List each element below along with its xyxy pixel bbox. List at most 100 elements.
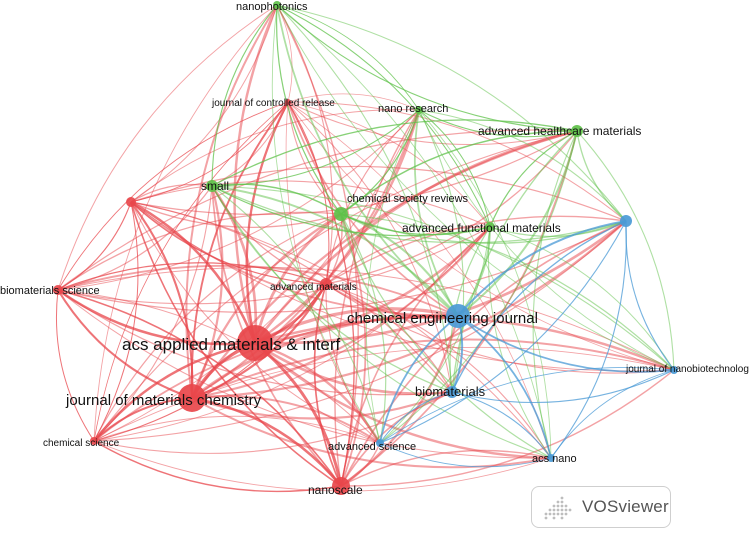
network-link	[130, 200, 257, 344]
network-link	[211, 119, 578, 187]
node-chemsci[interactable]	[90, 437, 98, 445]
node-jmc[interactable]	[178, 384, 206, 412]
node-csr[interactable]	[334, 207, 348, 221]
network-link	[285, 101, 381, 444]
node-afm[interactable]	[485, 222, 495, 232]
label-jnb[interactable]: journal of nanobiotechnology	[625, 364, 749, 375]
network-link	[185, 4, 278, 399]
vosviewer-badge[interactable]: VOSviewer	[531, 486, 671, 528]
network-link	[340, 226, 491, 487]
network-link	[340, 213, 387, 444]
network-link	[211, 185, 459, 317]
network-link	[418, 109, 675, 371]
node-nanores[interactable]	[415, 106, 423, 114]
network-link	[418, 109, 627, 222]
network-link	[57, 4, 278, 291]
network-link	[457, 315, 552, 459]
node-blue_unl[interactable]	[620, 215, 632, 227]
network-link	[287, 101, 330, 285]
network-link	[325, 283, 552, 459]
label-acsnano[interactable]: acs nano	[532, 453, 577, 465]
vosviewer-logo-text: VOSviewer	[582, 497, 669, 516]
node-small[interactable]	[206, 180, 218, 192]
network-nodes	[53, 1, 678, 495]
network-link	[451, 220, 627, 393]
label-advsci[interactable]: advanced science	[328, 441, 416, 453]
network-link	[191, 226, 491, 400]
network-link	[276, 4, 293, 103]
network-link	[340, 213, 453, 393]
network-link	[365, 109, 420, 444]
label-nanores[interactable]: nano research	[378, 103, 448, 115]
network-link	[489, 220, 627, 238]
node-jcr[interactable]	[285, 99, 291, 105]
node-jnb[interactable]	[670, 366, 678, 374]
node-red_unl[interactable]	[126, 197, 136, 207]
network-link	[451, 391, 552, 459]
network-link	[130, 201, 194, 399]
network-link	[130, 201, 342, 487]
node-ahm[interactable]	[571, 125, 583, 137]
label-chemsci[interactable]: chemical science	[43, 438, 120, 449]
label-acs[interactable]: acs applied materials & interf	[122, 335, 341, 354]
network-link	[93, 415, 381, 444]
network-link	[276, 4, 453, 393]
network-link	[451, 130, 578, 393]
label-nanophot[interactable]: nanophotonics	[236, 1, 308, 13]
node-acs[interactable]	[237, 325, 273, 361]
label-advmat[interactable]: advanced materials	[270, 282, 357, 293]
network-link	[414, 109, 459, 317]
label-small[interactable]: small	[201, 179, 229, 193]
label-biomat[interactable]: biomaterials	[415, 384, 486, 399]
network-link	[130, 201, 459, 317]
network-link	[418, 109, 552, 459]
network-link	[325, 283, 381, 444]
label-cej[interactable]: chemical engineering journal	[347, 310, 538, 327]
network-link	[276, 4, 459, 317]
network-link	[130, 201, 675, 372]
label-jmc[interactable]: journal of materials chemistry	[65, 392, 262, 409]
node-biosci[interactable]	[53, 285, 63, 295]
label-jcr[interactable]: journal of controlled release	[211, 98, 335, 109]
label-afm[interactable]: advanced functional materials	[402, 221, 561, 235]
label-csr[interactable]: chemical society reviews	[347, 193, 469, 205]
node-advsci[interactable]	[376, 439, 384, 447]
network-labels: acs applied materials & interf journal of…	[0, 1, 749, 497]
network-link	[276, 4, 675, 371]
node-nanoscale[interactable]	[332, 477, 350, 495]
network-link	[57, 289, 453, 396]
network-link	[130, 183, 213, 203]
label-ahm[interactable]: advanced healthcare materials	[478, 124, 641, 138]
network-link	[287, 101, 459, 317]
network-link	[93, 346, 675, 442]
network-link	[55, 289, 95, 442]
network-link	[245, 101, 290, 344]
network-link	[340, 213, 552, 459]
node-nanophot[interactable]	[273, 1, 281, 9]
network-link	[276, 4, 627, 222]
label-biosci[interactable]: biomaterials science	[0, 285, 100, 297]
network-links	[55, 4, 675, 493]
network-link	[211, 185, 453, 393]
node-cej[interactable]	[446, 304, 470, 328]
network-link	[57, 289, 381, 444]
network-link	[276, 4, 334, 285]
label-nanoscale[interactable]: nanoscale	[308, 483, 363, 497]
network-link	[340, 130, 578, 487]
network-link	[190, 101, 289, 399]
network-link	[57, 109, 420, 291]
network-link	[130, 201, 342, 229]
network-link	[550, 220, 627, 459]
node-biomat[interactable]	[446, 386, 458, 398]
network-link	[276, 4, 491, 228]
node-advmat[interactable]	[320, 278, 332, 290]
network-link	[325, 130, 578, 285]
network-link	[276, 4, 552, 459]
network-link	[532, 130, 578, 459]
network-link	[287, 101, 675, 371]
network-link	[287, 101, 355, 487]
network-link	[57, 266, 675, 371]
node-acsnano[interactable]	[547, 454, 555, 462]
